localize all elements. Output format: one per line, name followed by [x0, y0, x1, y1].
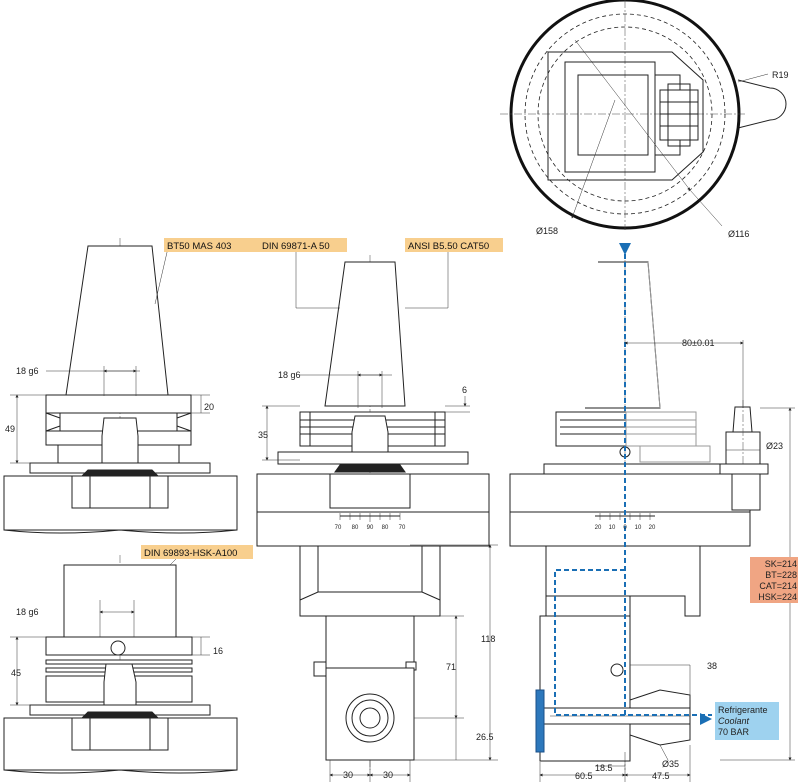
bt50-taper — [65, 245, 169, 396]
tag-hsk: DIN 69893-HSK-A100 — [144, 548, 237, 559]
scale-label-5: 70 — [399, 525, 406, 531]
din-ansi-holder-view — [256, 252, 498, 782]
dim-18g6-din: 18 g6 — [278, 370, 301, 380]
tag-din-bg — [259, 238, 347, 252]
hsk-base — [3, 717, 238, 771]
dim-16: 16 — [213, 646, 223, 656]
hsk-drawbar — [103, 663, 137, 706]
dim-18g6-bt50: 18 g6 — [16, 366, 39, 376]
scale-label-4: 80 — [382, 525, 389, 531]
scale-right-label-5: 20 — [649, 525, 656, 531]
dim-35: 35 — [258, 430, 268, 440]
coolant-holder-view — [509, 243, 795, 782]
r19-lobe — [737, 79, 787, 129]
nut-hex — [659, 89, 699, 141]
detail-circle-view — [500, 0, 787, 230]
tag-bt50-bg — [164, 238, 262, 252]
clamp-block — [547, 51, 704, 181]
tag-ansi-bg — [405, 238, 503, 252]
length-line-1: SK=214 — [765, 559, 797, 569]
dim-30-left: 30 — [343, 770, 353, 780]
dim-30-right: 30 — [383, 770, 393, 780]
dim-18-5: 18.5 — [595, 763, 613, 773]
bt50-drawbar — [101, 417, 139, 464]
bt50-base — [3, 475, 238, 531]
scale-right-label-2: 10 — [609, 525, 616, 531]
coolant-line-3: 70 BAR — [718, 727, 750, 737]
dim-26-5: 26.5 — [476, 732, 494, 742]
side-screw — [313, 661, 327, 677]
length-line-3: CAT=214 — [759, 581, 797, 591]
scale-label-2: 80 — [352, 525, 359, 531]
scale-right: 20 10 0 10 20 — [595, 525, 656, 531]
dim-60-5: 60.5 — [575, 771, 593, 781]
scale-right-label-3: 0 — [623, 525, 627, 531]
dim-38: 38 — [707, 661, 717, 671]
dim-118: 118 — [481, 634, 495, 644]
tag-bt50: BT50 MAS 403 — [167, 241, 231, 252]
coolant-box — [715, 702, 779, 740]
dim-45: 45 — [11, 668, 21, 678]
dim-80: 80±0.01 — [682, 338, 714, 348]
scale-right-label-1: 20 — [595, 525, 602, 531]
right-base — [509, 473, 751, 547]
dim-47-5: 47.5 — [652, 771, 670, 781]
tag-ansi: ANSI B5.50 CAT50 — [408, 241, 489, 252]
dim-49: 49 — [5, 424, 15, 434]
hsk-holder-view — [3, 555, 238, 774]
right-body — [539, 615, 631, 762]
hsk-shank — [63, 564, 177, 638]
scale-left: 70 80 90 80 70 — [335, 525, 406, 531]
coolant-line-2: Coolant — [718, 716, 750, 726]
dim-6: 6 — [462, 385, 467, 395]
length-line-2: BT=228 — [765, 570, 797, 580]
scale-label-1: 70 — [335, 525, 342, 531]
coolant-line-1: Refrigerante — [718, 705, 768, 715]
dim-r19: R19 — [772, 70, 789, 80]
scale-label-3: 90 — [367, 525, 374, 531]
tag-hsk-bg — [141, 545, 253, 559]
length-box — [750, 557, 798, 603]
dim-o116: Ø116 — [728, 229, 749, 239]
dim-o158: Ø158 — [536, 226, 558, 236]
scale-right-label-4: 10 — [635, 525, 642, 531]
tag-din69871: DIN 69871-A 50 — [262, 241, 330, 252]
din-base — [256, 473, 490, 547]
dim-o23: Ø23 — [766, 441, 783, 451]
dim-o35: Ø35 — [662, 759, 679, 769]
bt50-holder-view — [3, 238, 238, 534]
coolant-path-loop — [554, 569, 625, 716]
dim-71: 71 — [446, 662, 456, 672]
dim-18g6-hsk: 18 g6 — [16, 607, 39, 617]
length-line-4: HSK=224 — [758, 592, 797, 602]
dim-20: 20 — [204, 402, 214, 412]
right-taper — [585, 261, 661, 409]
din-taper — [324, 261, 406, 407]
coolant-plate — [535, 689, 545, 753]
